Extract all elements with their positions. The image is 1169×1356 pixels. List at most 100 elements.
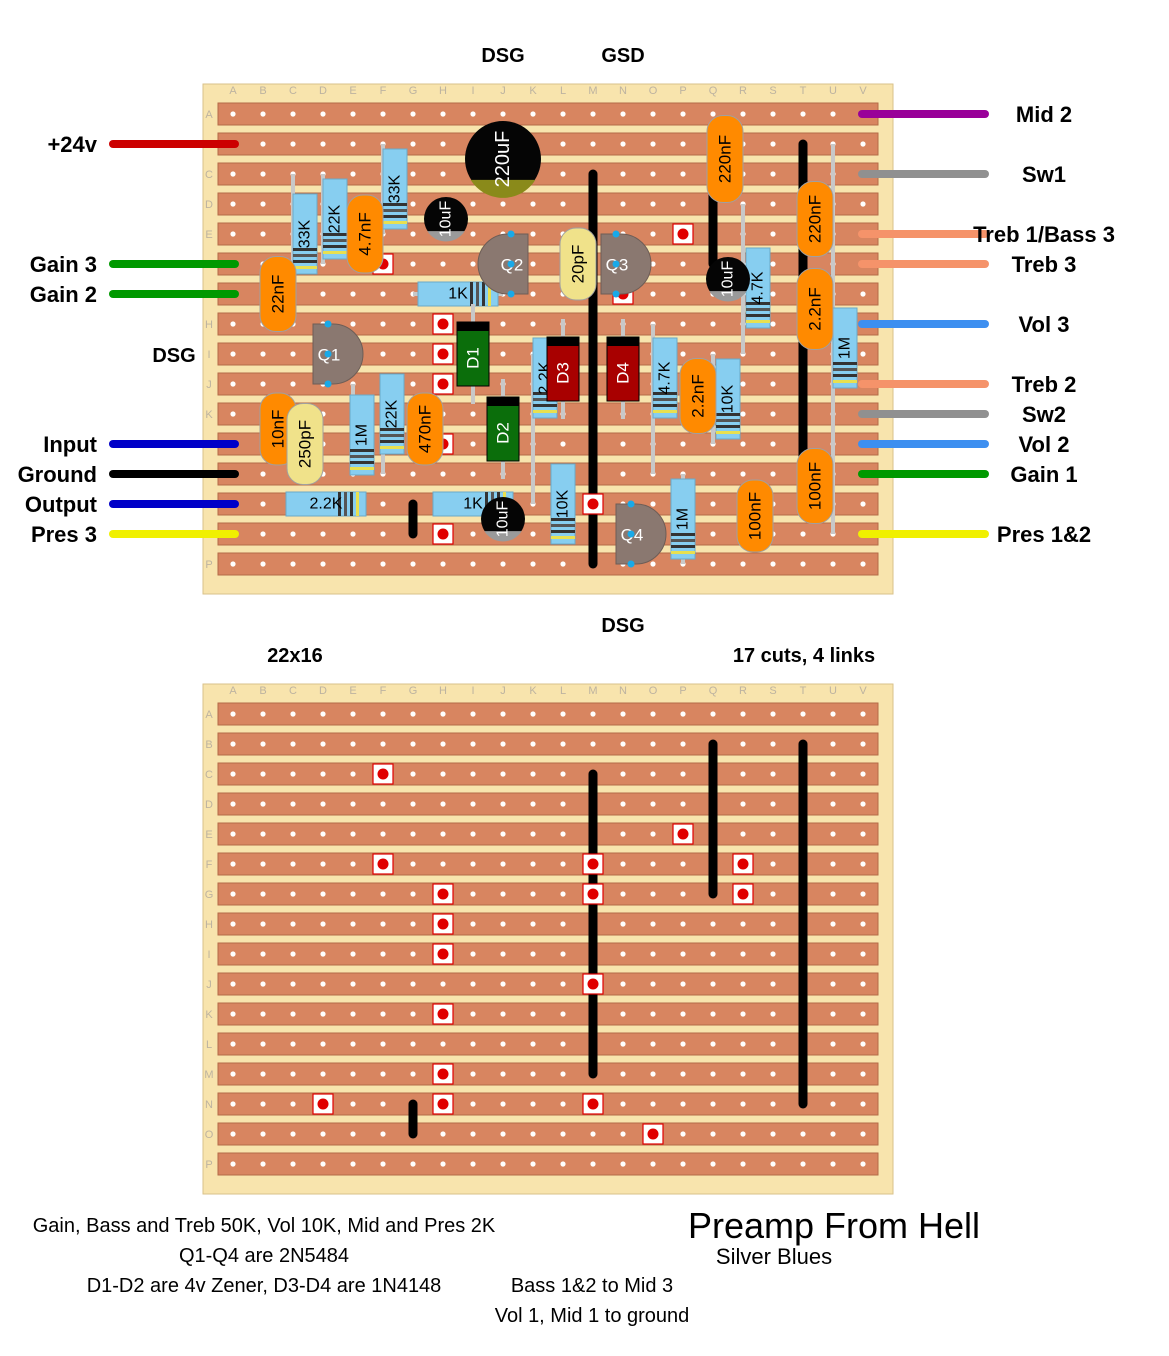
copper-strip-p [217,1152,879,1176]
hole-dg [320,891,326,897]
track-cut-dot-17 [647,1128,659,1140]
hole-kp [530,1161,536,1167]
row-label-a: A [205,709,213,721]
hole-jp [500,561,506,567]
column-label-n: N [619,85,627,97]
hole-ul [830,1041,836,1047]
track-cut-dot-15 [437,1098,449,1110]
hole-gh [410,321,416,327]
hole-gd [410,801,416,807]
hole-sd [770,801,776,807]
resistor-band [350,461,374,464]
hole-lc [560,771,566,777]
hole-sc [770,771,776,777]
hole-sl [770,441,776,447]
hole-nb [620,141,626,147]
hole-ja [500,711,506,717]
hole-cf [290,861,296,867]
copper-strip-n [217,1092,879,1116]
resistor-band [653,392,677,395]
hole-ha [440,111,446,117]
transistor-pin [612,230,620,238]
hole-ij [470,981,476,987]
hole-oc [650,771,656,777]
hole-sb [770,741,776,747]
track-cut-dot-6 [437,888,449,900]
resistor-band [383,203,407,206]
hole-vd [860,201,866,207]
resistor-band [293,266,317,269]
hole-lp [560,1161,566,1167]
hole-ap [230,561,236,567]
film-capacitor-body-3 [706,115,744,203]
diagram-title: Preamp From Hell [688,1205,980,1246]
hole-qm [710,471,716,477]
hole-dp [320,561,326,567]
row-label-c: C [205,769,213,781]
hole-up [830,1161,836,1167]
hole-pj [680,981,686,987]
hole-pd [680,801,686,807]
hole-cp [290,561,296,567]
hole-ne [620,831,626,837]
hole-ro [740,1131,746,1137]
hole-pg [680,291,686,297]
hole-ue [830,831,836,837]
resistor-band [383,215,407,218]
column-label-q: Q [709,85,718,97]
track-cut-dot-2 [437,318,449,330]
row-label-e: E [205,829,212,841]
film-capacitor-label-1: 22nF [269,275,288,314]
hole-ig [470,891,476,897]
hole-eb [350,741,356,747]
hole-ba [260,711,266,717]
hole-rh [740,921,746,927]
film-capacitor-body-1 [259,256,297,332]
right-wire-label-6: Treb 2 [1012,372,1077,397]
hole-sf [770,861,776,867]
hole-fo [380,1131,386,1137]
film-capacitor-label-5: 2.2nF [806,287,825,330]
diode-body-4 [606,336,640,402]
transistor-body-2 [477,233,529,295]
resistor-label-3: 33K [387,174,404,203]
hole-ng [620,891,626,897]
hole-eg [350,891,356,897]
transistor-body-4 [615,503,667,565]
track-cut-dot-11 [587,978,599,990]
hole-hj [440,981,446,987]
hole-qh [710,321,716,327]
copper-strip-l [217,1032,879,1056]
hole-aa [230,711,236,717]
hole-nl [620,1041,626,1047]
column-label-j: J [500,85,506,97]
resistor-band [716,425,740,428]
hole-he [440,831,446,837]
resistor-band [746,320,770,323]
resistor-band [293,254,317,257]
hole-oe [650,831,656,837]
hole-fn [380,501,386,507]
hole-sh [770,321,776,327]
resistor-band [551,536,575,539]
hole-dh [320,921,326,927]
hole-an [230,1101,236,1107]
track-cut-dot-2 [677,828,689,840]
column-label-b: B [259,85,266,97]
hole-bb [260,741,266,747]
hole-im [470,1071,476,1077]
hole-fg [380,291,386,297]
track-cut-dot-5 [737,858,749,870]
hole-ea [350,111,356,117]
resistor-label-15: 1M [675,508,692,530]
film-capacitor-label-4: 220nF [806,195,825,243]
hole-nl [620,441,626,447]
hole-jh [500,321,506,327]
electrolytic-capacitor-label-2: 10uF [438,201,455,238]
electrolytic-capacitor-body-3 [706,257,750,301]
hole-ai [230,351,236,357]
hole-nd [620,801,626,807]
ceramic-capacitor-body-1 [559,227,597,301]
middle-dsg-label: DSG [601,615,644,637]
